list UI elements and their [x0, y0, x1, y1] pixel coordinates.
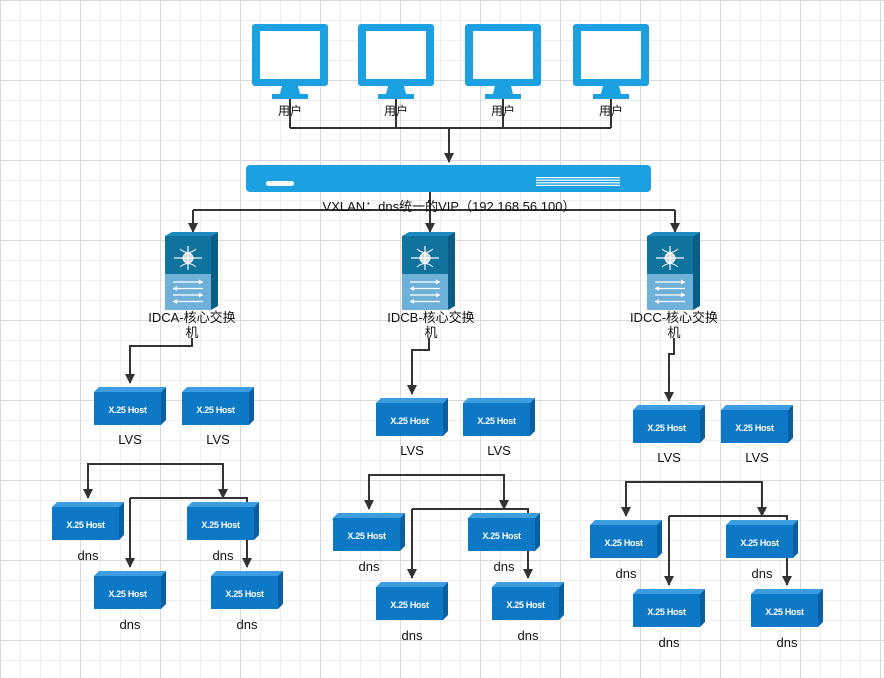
- labels: 用户 用户 用户 用户 VXLAN：dns统一的VIP（192.168.56.100） I…: [78, 103, 798, 650]
- x25-host-icon[interactable]: X.25 Host: [211, 571, 283, 609]
- dns-link-line: [130, 497, 252, 568]
- user-label: 用户: [384, 103, 408, 118]
- dns-label: dns: [359, 559, 380, 574]
- user-label: 用户: [278, 103, 302, 118]
- dns-label: dns: [120, 617, 141, 632]
- x25-host-icon[interactable]: X.25 Host: [468, 513, 540, 551]
- dns-label: dns: [752, 566, 773, 581]
- host-label: X.25 Host: [225, 589, 264, 599]
- dns-link-line: [669, 515, 792, 586]
- core-switch-icon[interactable]: [402, 232, 455, 310]
- dns-label: dns: [494, 559, 515, 574]
- dns-label: dns: [659, 635, 680, 650]
- x25-host-icon[interactable]: X.25 Host: [590, 520, 662, 558]
- x25-host-icon[interactable]: X.25 Host: [52, 502, 124, 540]
- host-label: X.25 Host: [108, 405, 147, 415]
- host-label: X.25 Host: [482, 531, 521, 541]
- dns-label: dns: [518, 628, 539, 643]
- x25-host-icon[interactable]: X.25 Host: [333, 513, 405, 551]
- host-label: X.25 Host: [390, 416, 429, 426]
- dns-label: dns: [616, 566, 637, 581]
- dns-bus-line: [368, 474, 505, 509]
- host-label: X.25 Host: [347, 531, 386, 541]
- host-label: X.25 Host: [196, 405, 235, 415]
- lvs-label: LVS: [206, 432, 230, 447]
- host-label: X.25 Host: [765, 607, 804, 617]
- x25-host-icon[interactable]: X.25 Host: [633, 589, 705, 627]
- lvs-label: LVS: [657, 450, 681, 465]
- gateway-label: VXLAN：dns统一的VIP（192.168.56.100）: [323, 199, 576, 214]
- lvs-link-line: [125, 338, 193, 384]
- dns-link-line: [412, 508, 533, 579]
- x25-host-icon[interactable]: X.25 Host: [94, 387, 166, 425]
- dns-label: dns: [78, 548, 99, 563]
- x25-host-icon[interactable]: X.25 Host: [726, 520, 798, 558]
- lvs-label: LVS: [745, 450, 769, 465]
- switch-label: IDCB-核心交换: [387, 310, 474, 325]
- host-label: X.25 Host: [647, 423, 686, 433]
- x25-host-icon[interactable]: X.25 Host: [463, 398, 535, 436]
- host-label: X.25 Host: [390, 600, 429, 610]
- switch-label: IDCC-核心交换: [630, 310, 718, 325]
- user-label: 用户: [599, 103, 623, 118]
- core-switch-icon[interactable]: [165, 232, 218, 310]
- host-label: X.25 Host: [108, 589, 147, 599]
- x25-host-icon[interactable]: X.25 Host: [751, 589, 823, 627]
- dns-bus-line: [625, 481, 763, 516]
- user-label: 用户: [491, 103, 515, 118]
- host-label: X.25 Host: [66, 520, 105, 530]
- gateway-bar[interactable]: [246, 165, 651, 192]
- monitor-icon[interactable]: [465, 24, 541, 99]
- switch-label: 机: [424, 325, 437, 340]
- host-label: X.25 Host: [604, 538, 643, 548]
- lvs-label: LVS: [487, 443, 511, 458]
- host-label: X.25 Host: [647, 607, 686, 617]
- connectors: [83, 99, 792, 586]
- switch-label: IDCA-核心交换: [148, 310, 235, 325]
- dns-label: dns: [213, 548, 234, 563]
- x25-host-icon[interactable]: X.25 Host: [94, 571, 166, 609]
- lvs-link-line: [664, 338, 675, 402]
- dns-bus-line: [87, 463, 224, 498]
- x25-host-icon[interactable]: X.25 Host: [721, 405, 793, 443]
- host-label: X.25 Host: [201, 520, 240, 530]
- lvs-link-line: [407, 338, 430, 395]
- x25-host-icon[interactable]: X.25 Host: [182, 387, 254, 425]
- lvs-label: LVS: [400, 443, 424, 458]
- dns-label: dns: [237, 617, 258, 632]
- switch-label: 机: [667, 325, 680, 340]
- x25-host-icon[interactable]: X.25 Host: [633, 405, 705, 443]
- core-switch-icon[interactable]: [647, 232, 700, 310]
- monitor-icon[interactable]: [252, 24, 328, 99]
- monitor-icon[interactable]: [573, 24, 649, 99]
- dns-label: dns: [402, 628, 423, 643]
- monitor-icon[interactable]: [358, 24, 434, 99]
- lvs-label: LVS: [118, 432, 142, 447]
- x25-host-icon[interactable]: X.25 Host: [376, 398, 448, 436]
- switch-label: 机: [185, 325, 198, 340]
- x25-host-icon[interactable]: X.25 Host: [376, 582, 448, 620]
- x25-host-icon[interactable]: X.25 Host: [187, 502, 259, 540]
- host-label: X.25 Host: [506, 600, 545, 610]
- host-label: X.25 Host: [735, 423, 774, 433]
- host-label: X.25 Host: [740, 538, 779, 548]
- dns-label: dns: [777, 635, 798, 650]
- host-label: X.25 Host: [477, 416, 516, 426]
- x25-host-icon[interactable]: X.25 Host: [492, 582, 564, 620]
